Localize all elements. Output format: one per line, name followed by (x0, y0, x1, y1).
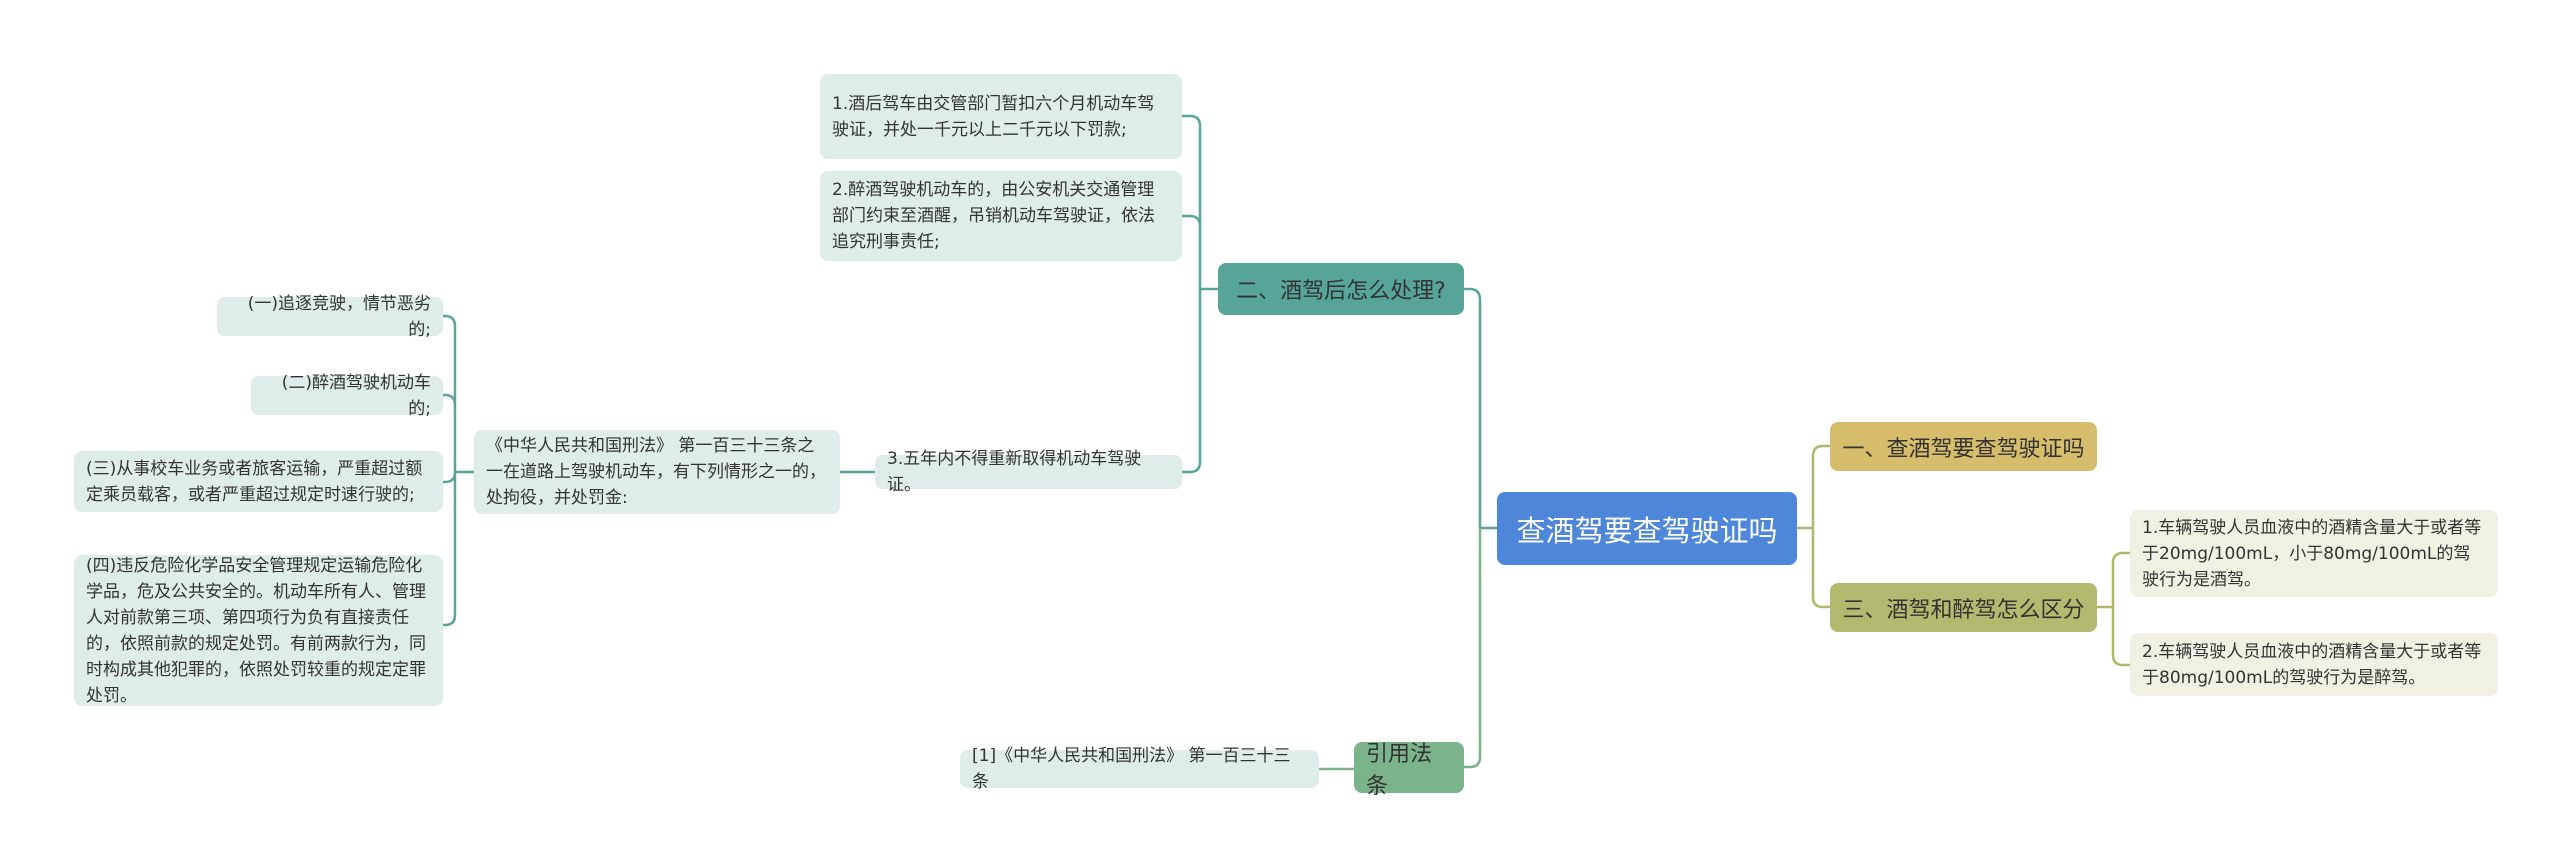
branch-cited-law[interactable]: 引用法条 (1354, 742, 1464, 799)
criminal-law-article[interactable]: 《中华人民共和国刑法》 第一百三十三条之一在道路上驾驶机动车，有下列情形之一的，… (474, 430, 840, 514)
law-subitem-4[interactable]: (四)违反危险化学品安全管理规定运输危险化学品，危及公共安全的。机动车所有人、管… (74, 555, 443, 706)
handling-item-3[interactable]: 3.五年内不得重新取得机动车驾驶证。 (875, 449, 1182, 495)
cited-law-item[interactable]: [1]《中华人民共和国刑法》 第一百三十三条 (960, 746, 1319, 792)
law-subitem-1[interactable]: (一)追逐竞驶，情节恶劣的; (217, 294, 443, 340)
law-subitem-2[interactable]: (二)醉酒驾驶机动车的; (251, 373, 443, 419)
branch-handling[interactable]: 二、酒驾后怎么处理? (1218, 263, 1464, 315)
handling-item-1[interactable]: 1.酒后驾车由交管部门暂扣六个月机动车驾驶证，并处一千元以上二千元以下罚款; (820, 74, 1182, 159)
branch-distinguish[interactable]: 三、酒驾和醉驾怎么区分 (1830, 583, 2097, 632)
distinguish-item-1[interactable]: 1.车辆驾驶人员血液中的酒精含量大于或者等于20mg/100mL，小于80mg/… (2130, 510, 2498, 597)
distinguish-item-2[interactable]: 2.车辆驾驶人员血液中的酒精含量大于或者等于80mg/100mL的驾驶行为是醉驾… (2130, 633, 2498, 696)
handling-item-2[interactable]: 2.醉酒驾驶机动车的，由公安机关交通管理部门约束至酒醒，吊销机动车驾驶证，依法追… (820, 171, 1182, 261)
branch-check-license[interactable]: 一、查酒驾要查驾驶证吗 (1830, 422, 2097, 471)
law-subitem-3[interactable]: (三)从事校车业务或者旅客运输，严重超过额定乘员载客，或者严重超过规定时速行驶的… (74, 451, 443, 512)
central-topic[interactable]: 查酒驾要查驾驶证吗 (1497, 492, 1797, 565)
